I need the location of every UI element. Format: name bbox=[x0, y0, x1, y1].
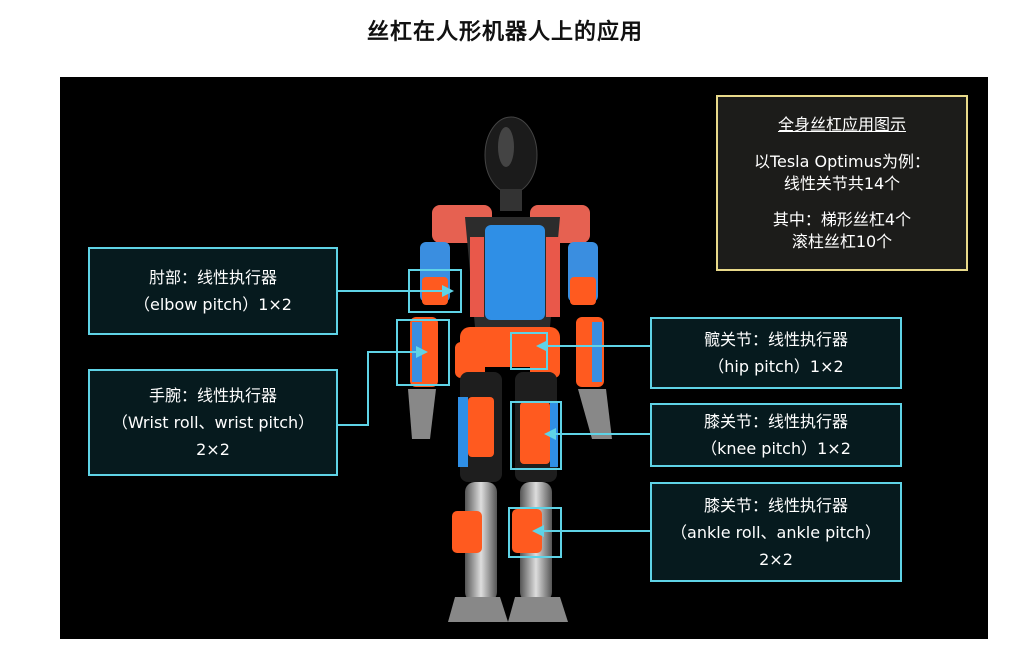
ankle-callout: 膝关节：线性执行器 （ankle roll、ankle pitch） 2×2 bbox=[650, 482, 902, 582]
hip-callout-detail: （hip pitch）1×2 bbox=[708, 357, 844, 376]
knee-highlight-box bbox=[510, 401, 562, 470]
knee-callout: 膝关节：线性执行器 （knee pitch）1×2 bbox=[650, 403, 902, 467]
ankle-callout-detail: （ankle roll、ankle pitch） bbox=[671, 522, 881, 542]
ankle-callout-title: 膝关节：线性执行器 bbox=[703, 495, 848, 515]
summary-line-2: 线性关节共14个 bbox=[783, 174, 901, 193]
elbow-callout-detail: （elbow pitch）1×2 bbox=[134, 295, 292, 314]
knee-callout-detail: （knee pitch）1×2 bbox=[701, 439, 851, 458]
wrist-callout-count: 2×2 bbox=[196, 440, 230, 459]
ankle-highlight-box bbox=[508, 507, 562, 558]
summary-line-1: 以Tesla Optimus为例： bbox=[753, 152, 931, 171]
summary-line-3: 其中：梯形丝杠4个 bbox=[772, 210, 912, 229]
hip-callout-title: 髋关节：线性执行器 bbox=[703, 330, 848, 349]
summary-line-4: 滚柱丝杠10个 bbox=[791, 232, 893, 251]
page-title: 丝杠在人形机器人上的应用 bbox=[366, 20, 643, 45]
wrist-callout-detail: （Wrist roll、wrist pitch） bbox=[111, 413, 315, 432]
elbow-callout-title: 肘部：线性执行器 bbox=[148, 268, 277, 287]
wrist-callout: 手腕：线性执行器 （Wrist roll、wrist pitch） 2×2 bbox=[88, 369, 338, 476]
knee-callout-title: 膝关节：线性执行器 bbox=[703, 412, 848, 431]
summary-box: 全身丝杠应用图示 以Tesla Optimus为例： 线性关节共14个 其中：梯… bbox=[716, 95, 968, 271]
ankle-callout-count: 2×2 bbox=[759, 549, 793, 569]
hip-callout: 髋关节：线性执行器 （hip pitch）1×2 bbox=[650, 317, 902, 389]
wrist-callout-title: 手腕：线性执行器 bbox=[148, 386, 277, 405]
diagram-panel: 全身丝杠应用图示 以Tesla Optimus为例： 线性关节共14个 其中：梯… bbox=[60, 77, 988, 639]
elbow-callout: 肘部：线性执行器 （elbow pitch）1×2 bbox=[88, 247, 338, 335]
summary-heading: 全身丝杠应用图示 bbox=[777, 115, 906, 134]
robot-illustration bbox=[275, 116, 650, 622]
